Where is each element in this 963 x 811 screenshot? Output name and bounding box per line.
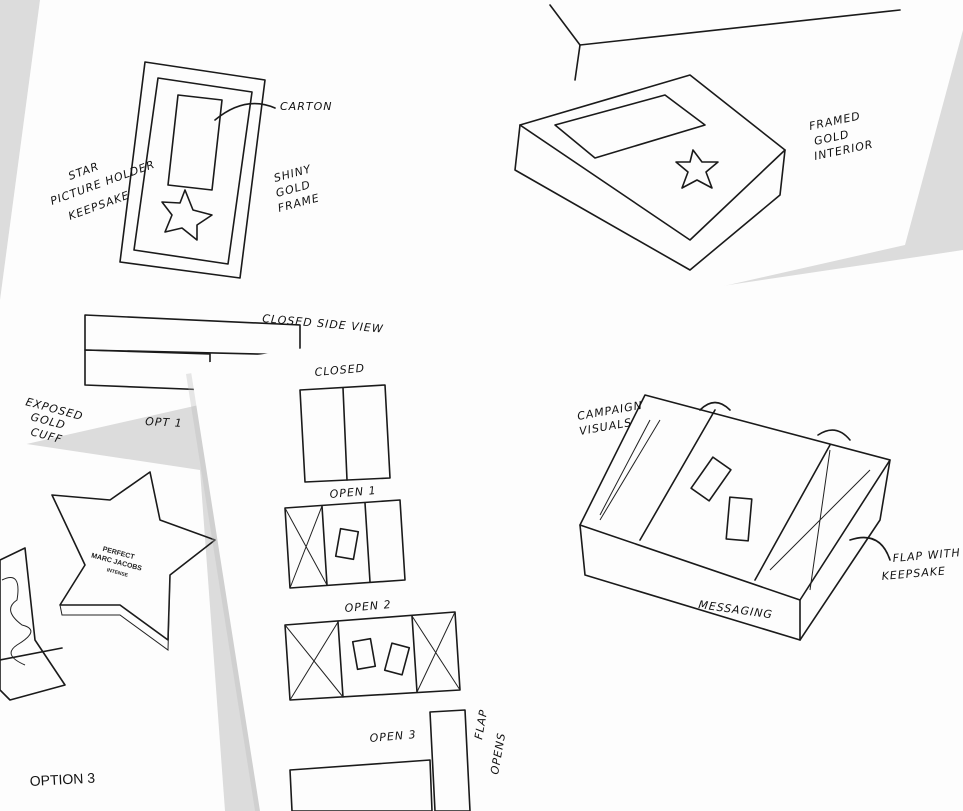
flap-sequence-sketch: CLOSED OPEN 1 OPEN 2 OPEN 3 FLAP OPENS: [284, 362, 508, 811]
sheet-option-3: PERFECT MARC JACOBS INTENSE OPTION 3: [0, 440, 225, 811]
svg-text:OPT 1: OPT 1: [145, 415, 183, 430]
svg-text:KEEPSAKE: KEEPSAKE: [881, 564, 946, 583]
paper-sheet: [0, 440, 225, 811]
paper-sheet: [0, 0, 963, 450]
svg-text:CLOSED: CLOSED: [314, 362, 365, 379]
svg-text:FLAP WITH: FLAP WITH: [892, 546, 961, 565]
svg-text:CARTON: CARTON: [280, 100, 332, 113]
svg-text:FLAP: FLAP: [472, 708, 490, 740]
svg-text:OPEN 1: OPEN 1: [329, 484, 377, 501]
svg-text:OPEN 2: OPEN 2: [344, 598, 392, 615]
sheet-option-2: CLOSED OPEN 1 OPEN 2 OPEN 3 FLAP OPENS: [186, 250, 963, 811]
option-label: OPTION 3: [29, 770, 95, 789]
sheet-option-1: CARTON STAR PICTURE HOLDER KEEPSAKE SHIN…: [0, 0, 963, 450]
paper-sheet: [190, 250, 963, 811]
svg-text:INTENSE: INTENSE: [106, 567, 129, 579]
svg-text:OPEN 3: OPEN 3: [369, 728, 417, 745]
open-box-sketch: [0, 547, 66, 701]
